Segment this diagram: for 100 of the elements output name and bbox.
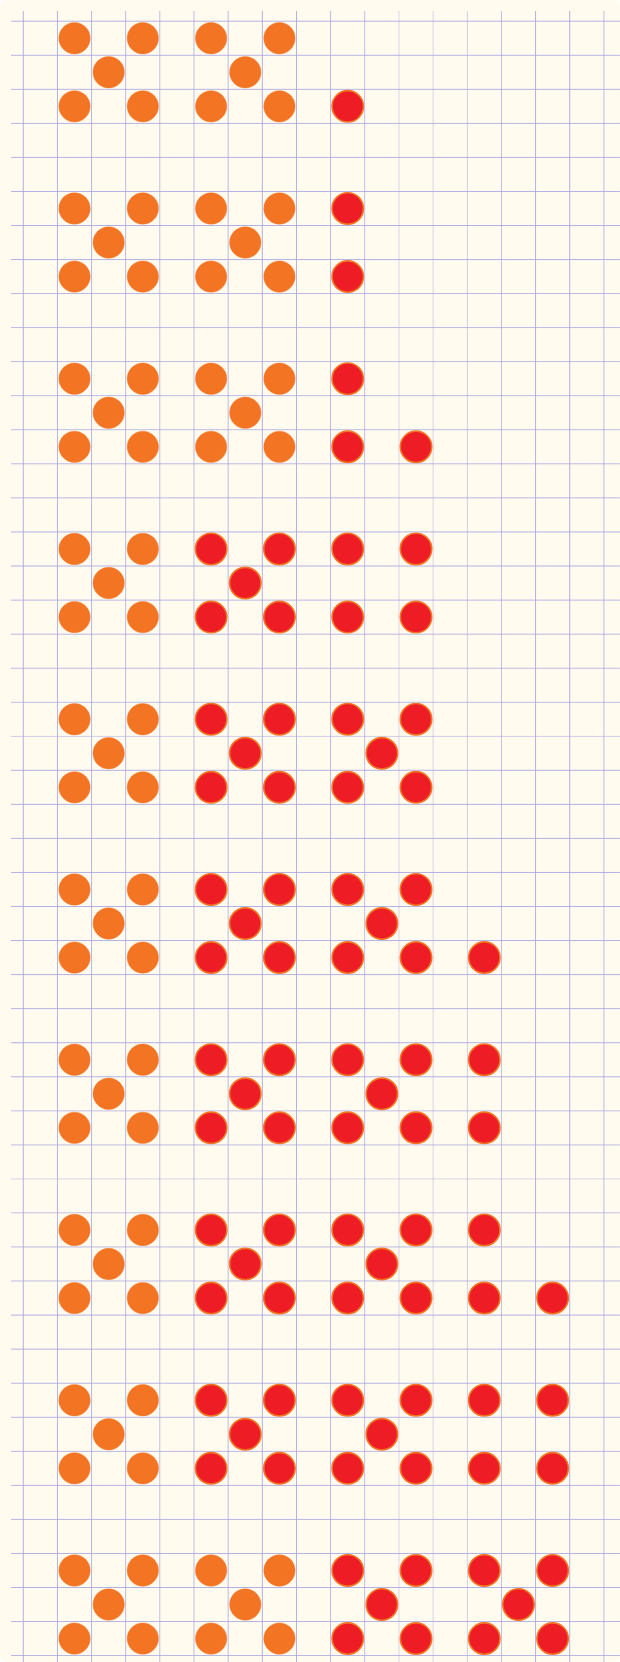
dot [58, 1111, 91, 1144]
dot [536, 1451, 570, 1485]
dot [126, 90, 159, 123]
dot [331, 89, 365, 123]
dot [399, 702, 433, 736]
dot [262, 600, 296, 634]
dot [331, 1213, 365, 1247]
dot [58, 362, 91, 395]
dot [262, 770, 296, 804]
dot [536, 1281, 570, 1315]
dot [92, 396, 125, 429]
dot [331, 192, 365, 225]
dot [58, 1622, 91, 1655]
dot [92, 907, 125, 940]
dot [58, 771, 91, 804]
dot [262, 1451, 296, 1485]
dot [92, 567, 125, 599]
dot [365, 1247, 399, 1281]
dot [262, 873, 296, 906]
dot [536, 1554, 570, 1587]
dot [263, 22, 296, 55]
dot [331, 702, 365, 736]
dot [467, 1451, 501, 1485]
dot [126, 192, 159, 225]
dot [331, 941, 365, 975]
dot [263, 260, 296, 293]
dot [331, 1111, 365, 1145]
dot [126, 362, 159, 395]
dot [92, 226, 125, 259]
dot [263, 1622, 296, 1655]
dot [331, 1281, 365, 1315]
dot [467, 1213, 501, 1247]
dot [263, 430, 296, 463]
dot [262, 1043, 296, 1077]
dot [92, 1077, 125, 1110]
dot [263, 90, 296, 123]
dot [331, 1451, 365, 1485]
dot [262, 941, 296, 975]
dot [58, 941, 91, 974]
dot [195, 22, 227, 55]
dot [228, 566, 262, 600]
dot [467, 1554, 501, 1587]
dot [126, 601, 159, 633]
dot [399, 1281, 433, 1315]
dot [126, 1214, 159, 1246]
dot [194, 770, 228, 804]
dot [58, 1043, 91, 1076]
dot [228, 736, 262, 770]
dot [58, 260, 91, 293]
dot [262, 532, 296, 566]
dot [331, 873, 365, 906]
dot [195, 260, 227, 293]
dot [365, 736, 399, 770]
dot [126, 1554, 159, 1587]
dot [194, 873, 228, 906]
dot [331, 600, 365, 634]
dot [58, 1214, 91, 1246]
dot [399, 430, 433, 464]
dot [331, 1622, 365, 1656]
dot [228, 1247, 262, 1281]
dot [229, 226, 262, 259]
dot [399, 941, 433, 975]
dot [331, 532, 365, 566]
dot [58, 1554, 91, 1587]
dot [58, 703, 91, 736]
dot [58, 1384, 91, 1417]
dot [365, 1417, 399, 1451]
dot [92, 1248, 125, 1280]
dot [229, 56, 262, 89]
dot [195, 90, 227, 123]
dot [58, 873, 91, 906]
dot [262, 702, 296, 736]
dot [331, 430, 365, 464]
dot [399, 1554, 433, 1587]
dot [229, 1588, 262, 1621]
dot [262, 1383, 296, 1417]
dot [399, 1111, 433, 1145]
dot [58, 90, 91, 123]
dot [263, 1554, 296, 1587]
dot [126, 1384, 159, 1417]
dot [58, 430, 91, 463]
dot [58, 192, 91, 225]
dot [92, 1418, 125, 1451]
dot [126, 430, 159, 463]
dot [399, 1213, 433, 1247]
dot [126, 22, 159, 55]
dot [228, 1077, 262, 1111]
dot [58, 22, 91, 55]
dot [194, 702, 228, 736]
dot [331, 362, 365, 396]
dot [195, 1622, 227, 1655]
dot [58, 1452, 91, 1485]
dot [194, 1213, 228, 1247]
dot [194, 532, 228, 566]
dot [126, 1111, 159, 1144]
dot [195, 1554, 227, 1587]
dot [194, 941, 228, 975]
dot [92, 737, 125, 770]
dot [399, 1622, 433, 1656]
dot [194, 1281, 228, 1315]
